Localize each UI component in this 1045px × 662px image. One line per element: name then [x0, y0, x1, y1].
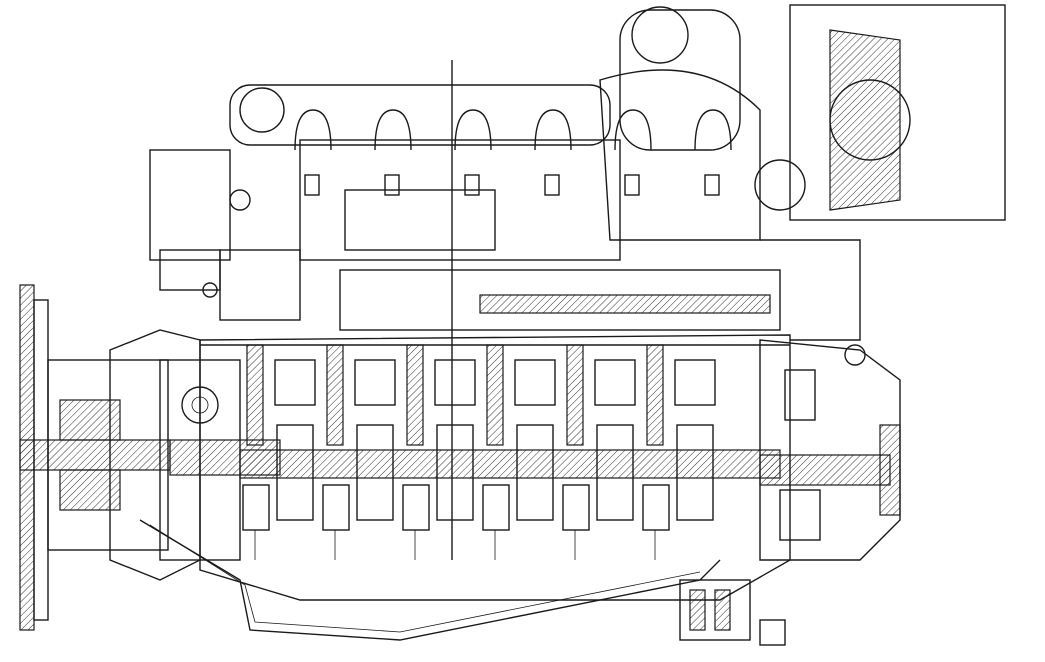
connecting-rod: [276, 424, 314, 521]
bearing-cap: [562, 484, 590, 531]
main-bearing-web: [246, 344, 264, 446]
main-bearing-web: [646, 344, 664, 446]
auxiliary-units: [149, 149, 301, 321]
injector: [624, 174, 640, 196]
connecting-rod: [596, 424, 634, 521]
cylinder-liner: [674, 359, 716, 406]
connecting-rod: [516, 424, 554, 521]
connecting-rod: [436, 424, 474, 521]
front-flange: [19, 284, 201, 631]
bearing-cap: [322, 484, 350, 531]
intake-port: [294, 109, 332, 151]
injector: [544, 174, 560, 196]
cylinder-group: [242, 344, 716, 560]
intake-port: [374, 109, 412, 151]
intake-port: [454, 109, 492, 151]
main-bearing-web: [486, 344, 504, 446]
bearing-cap: [642, 484, 670, 531]
main-bearing-web: [566, 344, 584, 446]
crankcase: [199, 334, 791, 601]
cylinder-liner: [274, 359, 316, 406]
intake-ports: [294, 109, 732, 196]
intake-port: [534, 109, 572, 151]
injector: [704, 174, 720, 196]
cylinder-liner: [514, 359, 556, 406]
main-bearing-web: [406, 344, 424, 446]
intake-port: [614, 109, 652, 151]
bearing-cap: [482, 484, 510, 531]
cylinder-liner: [434, 359, 476, 406]
cylinder-liner: [594, 359, 636, 406]
connecting-rod: [356, 424, 394, 521]
bearing-cap: [402, 484, 430, 531]
bearing-cap: [242, 484, 270, 531]
injector: [464, 174, 480, 196]
connecting-rod: [676, 424, 714, 521]
oil-sump: [139, 519, 721, 641]
main-bearing-web: [326, 344, 344, 446]
injector: [304, 174, 320, 196]
oil-pump: [679, 579, 786, 646]
rear-case: [759, 339, 901, 561]
supercharger: [599, 4, 1006, 366]
cylinder-block: [229, 60, 781, 560]
intake-port: [694, 109, 732, 151]
injector: [384, 174, 400, 196]
cylinder-liner: [354, 359, 396, 406]
